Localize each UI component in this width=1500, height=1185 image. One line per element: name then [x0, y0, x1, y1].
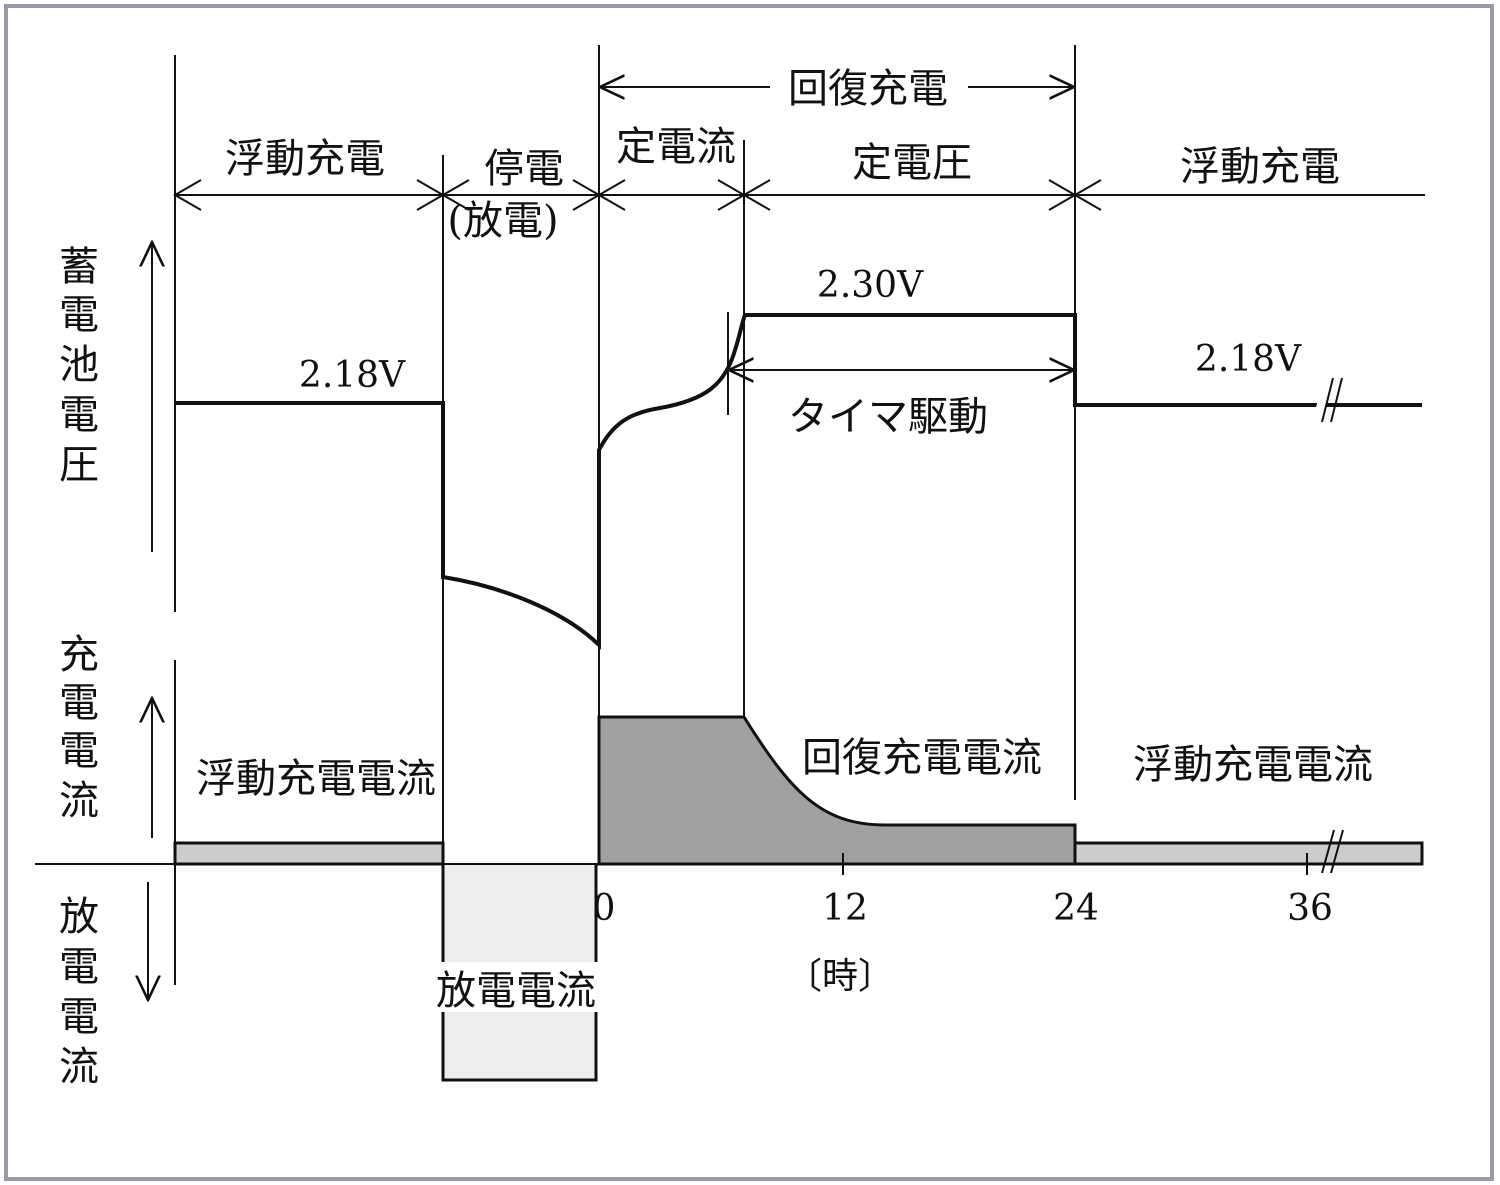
- svg-text:電: 電: [59, 292, 99, 338]
- label-float-charge-right: 浮動充電: [1180, 144, 1340, 190]
- discharge-label-backdrop: [428, 962, 600, 1012]
- label-recovery-current: 回復充電電流: [802, 735, 1042, 781]
- svg-text:蓄: 蓄: [59, 244, 99, 290]
- label-outage: 停電: [484, 146, 564, 192]
- current-break-mark: [1321, 829, 1344, 874]
- svg-text:流: 流: [59, 778, 99, 824]
- svg-text:圧: 圧: [59, 442, 99, 488]
- phase-arrowheads: [172, 179, 1102, 211]
- tick-label-12: 12: [822, 888, 868, 929]
- svg-text:電: 電: [59, 944, 99, 990]
- tick-label-24: 24: [1053, 888, 1099, 929]
- label-constant-current: 定電流: [616, 124, 736, 170]
- charge-current-axis-label: 充 電 電 流: [59, 632, 99, 824]
- recovery-current-area: [597, 715, 1077, 866]
- tick-label-36: 36: [1287, 888, 1333, 929]
- voltage-axis-label: 蓄 電 池 電 圧: [59, 244, 99, 488]
- float-current-area-right: [1073, 841, 1424, 866]
- label-recovery-charge: 回復充電: [788, 66, 948, 112]
- value-float-voltage-left: 2.18V: [299, 355, 406, 396]
- value-cv-voltage: 2.30V: [817, 265, 924, 306]
- svg-text:電: 電: [59, 994, 99, 1040]
- tick-label-0: 0: [593, 888, 616, 929]
- svg-text:電: 電: [59, 728, 99, 774]
- svg-text:放: 放: [59, 894, 99, 940]
- label-float-charge-left: 浮動充電: [225, 136, 385, 182]
- label-constant-voltage: 定電圧: [852, 140, 972, 186]
- discharge-current-axis-label: 放 電 電 流: [59, 894, 99, 1090]
- svg-text:電: 電: [59, 680, 99, 726]
- battery-voltage-curve: [175, 313, 1422, 650]
- label-timer-drive: タイマ駆動: [788, 394, 988, 440]
- svg-text:電: 電: [59, 392, 99, 438]
- diagram-frame: [4, 4, 1494, 1181]
- label-discharge-current: 放電電流: [436, 968, 596, 1014]
- svg-text:池: 池: [59, 342, 99, 388]
- voltage-break-mark: [1313, 377, 1343, 423]
- value-float-voltage-right: 2.18V: [1195, 339, 1302, 380]
- svg-text:充: 充: [59, 632, 99, 678]
- label-outage-discharge: (放電): [447, 198, 558, 244]
- float-current-area-left: [173, 841, 445, 866]
- label-float-current-left: 浮動充電電流: [196, 756, 436, 802]
- svg-text:流: 流: [59, 1044, 99, 1090]
- label-float-current-right: 浮動充電電流: [1133, 742, 1373, 788]
- time-unit-label: 〔時〕: [786, 956, 894, 997]
